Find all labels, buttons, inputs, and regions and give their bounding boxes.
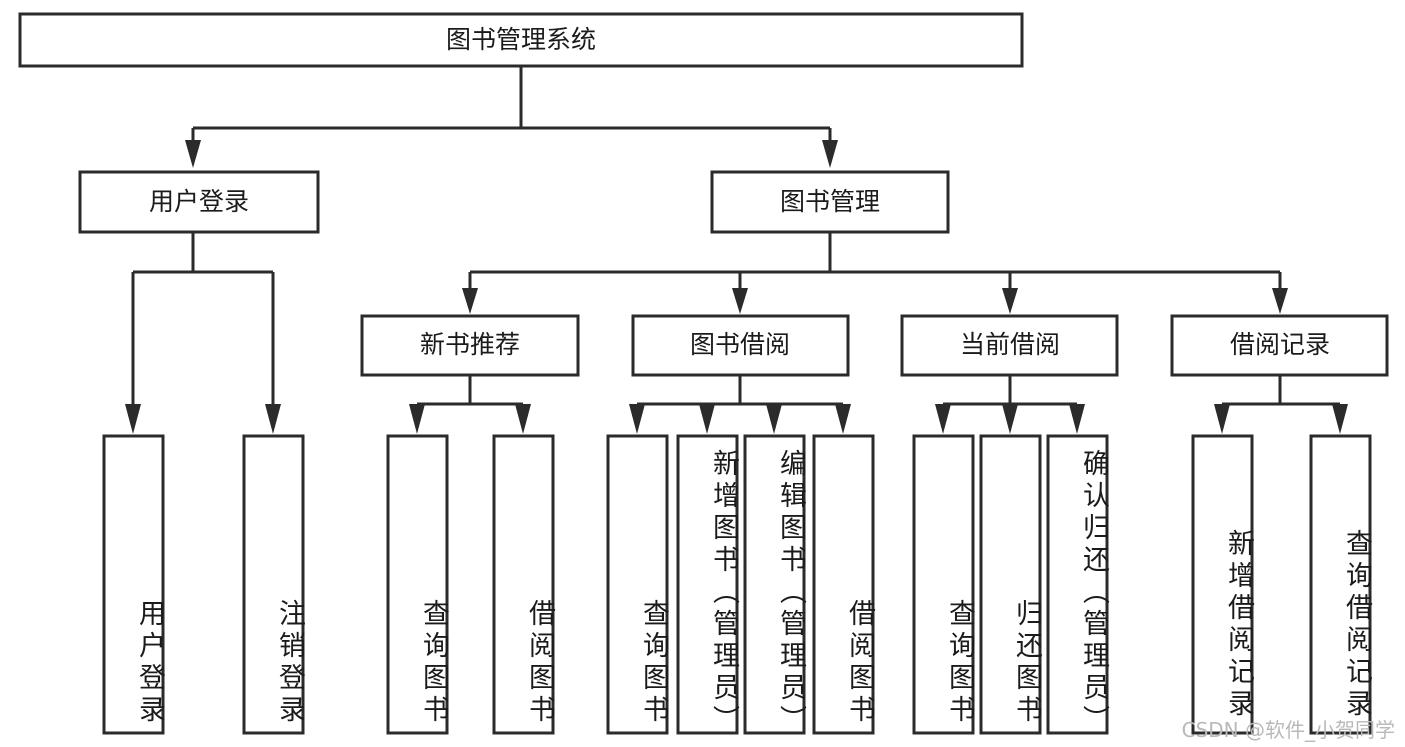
arrowhead-current-borrow: [1002, 288, 1018, 314]
arrowhead-leaf-return-book: [1002, 404, 1018, 434]
node-new-book-recommend-box[interactable]: [360, 314, 580, 377]
leaf-box-add-book[interactable]: [676, 434, 739, 735]
node-current-borrow[interactable]: 当前借阅: [900, 314, 1119, 377]
node-current-borrow-label: 当前借阅: [960, 330, 1060, 359]
node-user-login-box[interactable]: [78, 170, 320, 234]
node-new-book-recommend-label: 新书推荐: [420, 330, 520, 359]
node-book-management[interactable]: 图书管理: [710, 170, 950, 234]
node-borrow-record-box[interactable]: [1170, 314, 1389, 377]
arrowhead-new-book-recommend: [462, 288, 478, 314]
arrowhead-leaf-borrow-book-2: [835, 404, 851, 434]
arrowhead-borrow-record: [1272, 288, 1288, 314]
arrowhead-leaf-borrow-book-1: [515, 404, 531, 434]
arrowhead-user-login: [185, 140, 201, 168]
leaf-box-user-login[interactable]: [102, 434, 165, 735]
leaf-box-return-book[interactable]: [979, 434, 1042, 735]
arrowhead-leaf-confirm-return: [1069, 404, 1085, 434]
leaf-box-edit-book[interactable]: [743, 434, 806, 735]
node-book-borrow-label: 图书借阅: [690, 330, 790, 359]
arrowhead-leaf-query-record: [1332, 404, 1348, 434]
arrowhead-leaf-add-record: [1214, 404, 1230, 434]
node-user-login[interactable]: 用户登录: [78, 170, 320, 234]
connector-user-login-to-leaves: [125, 232, 281, 434]
leaf-box-query-book-3[interactable]: [912, 434, 975, 735]
node-book-borrow-box[interactable]: [631, 314, 850, 377]
arrowhead-leaf-query-book-3: [935, 404, 951, 434]
connector-book-borrow-to-leaves: [629, 375, 851, 434]
leaf-box-add-record[interactable]: [1191, 434, 1254, 735]
node-new-book-recommend[interactable]: 新书推荐: [360, 314, 580, 377]
node-book-management-label: 图书管理: [780, 187, 880, 216]
node-title-box[interactable]: [18, 12, 1024, 68]
arrowhead-leaf-user-login: [125, 404, 141, 434]
arrowhead-leaf-edit-book: [766, 404, 782, 434]
node-book-management-box[interactable]: [710, 170, 950, 234]
arrowhead-leaf-logout-login: [265, 404, 281, 434]
arrowhead-book-borrow: [732, 288, 748, 314]
leaf-box-borrow-book-1[interactable]: [492, 434, 555, 735]
node-title-label: 图书管理系统: [446, 25, 596, 54]
connector-book-management-to-level3: [462, 232, 1288, 314]
connector-current-borrow-to-leaves: [935, 375, 1085, 434]
node-title[interactable]: 图书管理系统: [18, 12, 1024, 68]
node-borrow-record[interactable]: 借阅记录: [1170, 314, 1389, 377]
connector-root-to-level2: [185, 66, 838, 168]
connector-new-book-to-leaves: [409, 375, 531, 434]
node-current-borrow-box[interactable]: [900, 314, 1119, 377]
leaf-box-query-book-2[interactable]: [606, 434, 669, 735]
leaf-box-logout-login[interactable]: [242, 434, 305, 735]
connector-borrow-record-to-leaves: [1214, 375, 1348, 434]
leaf-box-borrow-book-2[interactable]: [812, 434, 875, 735]
node-borrow-record-label: 借阅记录: [1230, 330, 1330, 359]
arrowhead-leaf-add-book: [699, 404, 715, 434]
leaf-box-confirm-return[interactable]: [1046, 434, 1109, 735]
node-book-borrow[interactable]: 图书借阅: [631, 314, 850, 377]
node-user-login-label: 用户登录: [149, 187, 249, 216]
leaf-box-query-book-1[interactable]: [386, 434, 449, 735]
arrowhead-leaf-query-book-1: [409, 404, 425, 434]
leaf-box-query-record[interactable]: [1309, 434, 1372, 735]
arrowhead-book-management: [822, 140, 838, 168]
arrowhead-leaf-query-book-2: [629, 404, 645, 434]
